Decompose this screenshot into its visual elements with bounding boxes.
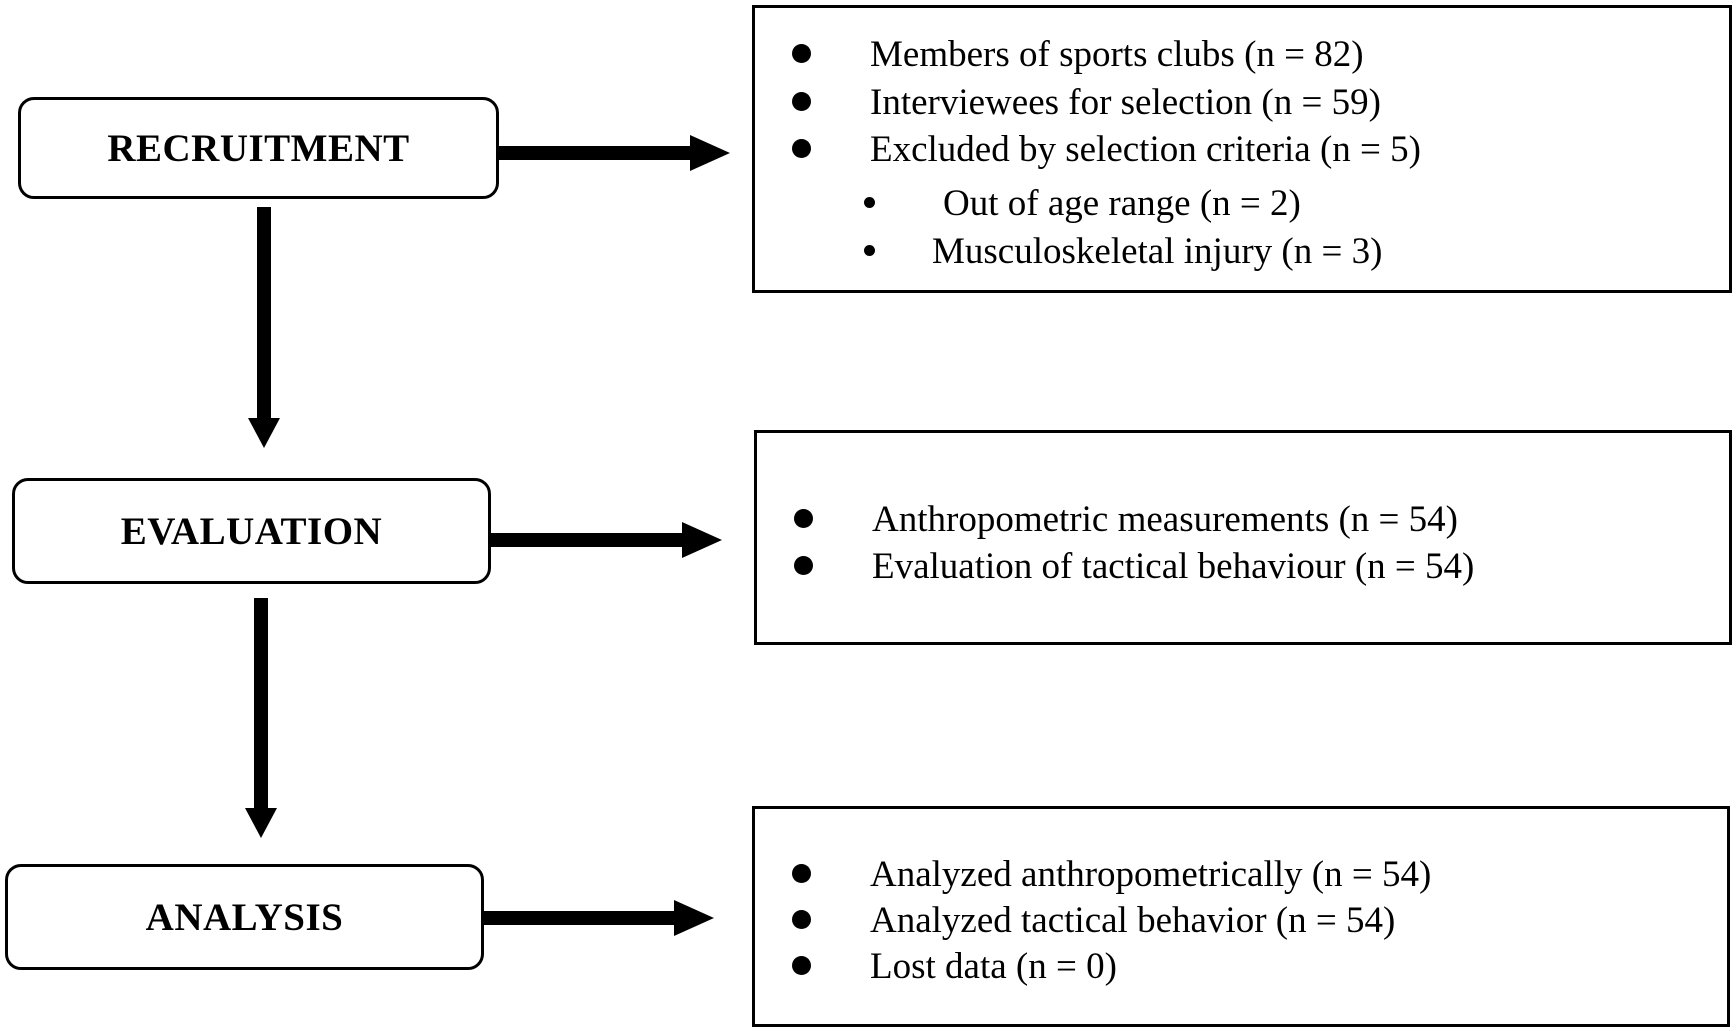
sub-bullet-icon	[864, 197, 875, 208]
stage-evaluation: EVALUATION	[12, 478, 491, 584]
bullet-icon	[794, 556, 813, 575]
sub-list-item: Out of age range (n = 2)	[943, 183, 1301, 224]
sub-bullet-icon	[864, 245, 875, 256]
stage-analysis-label: ANALYSIS	[145, 895, 344, 939]
arrow-evaluation-to-analysis	[245, 598, 277, 838]
stage-recruitment-label: RECRUITMENT	[107, 126, 410, 170]
bullet-icon	[792, 956, 811, 975]
list-item: Members of sports clubs (n = 82)	[870, 34, 1364, 75]
list-item: Anthropometric measurements (n = 54)	[872, 499, 1458, 540]
list-item: Analyzed tactical behavior (n = 54)	[870, 900, 1396, 941]
list-item: Interviewees for selection (n = 59)	[870, 82, 1381, 123]
bullet-icon	[792, 910, 811, 929]
bullet-icon	[792, 92, 811, 111]
bullet-icon	[792, 864, 811, 883]
bullet-icon	[792, 44, 811, 63]
arrow-evaluation-to-details	[489, 522, 722, 558]
list-item: Analyzed anthropometrically (n = 54)	[870, 854, 1432, 895]
analysis-details-box	[752, 806, 1730, 1027]
stage-analysis: ANALYSIS	[5, 864, 484, 970]
arrow-analysis-to-details	[481, 900, 714, 936]
arrow-recruitment-to-evaluation	[248, 207, 280, 448]
recruitment-details-box	[752, 5, 1732, 293]
arrow-recruitment-to-details	[497, 135, 730, 171]
list-item: Excluded by selection criteria (n = 5)	[870, 129, 1421, 170]
evaluation-details-box	[754, 430, 1732, 645]
sub-list-item: Musculoskeletal injury (n = 3)	[932, 231, 1383, 272]
bullet-icon	[792, 139, 811, 158]
stage-recruitment: RECRUITMENT	[18, 97, 499, 199]
bullet-icon	[794, 509, 813, 528]
list-item: Evaluation of tactical behaviour (n = 54…	[872, 546, 1475, 587]
list-item: Lost data (n = 0)	[870, 946, 1117, 987]
stage-evaluation-label: EVALUATION	[120, 509, 383, 553]
